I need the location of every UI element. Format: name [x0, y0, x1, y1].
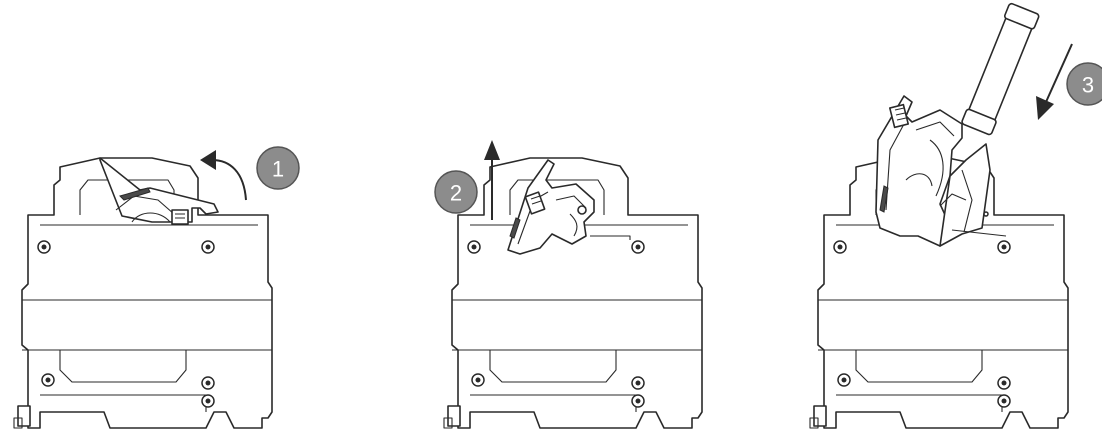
step-number-1: 1	[272, 157, 284, 182]
insert-arrow-3	[1036, 43, 1073, 120]
rotate-arrow-1	[200, 150, 247, 201]
fuse-carrier-fully-open	[875, 95, 1007, 247]
fuse-carrier-open	[507, 159, 631, 255]
step-badge-3: 3	[1066, 62, 1102, 106]
fuse-cartridge	[961, 2, 1040, 136]
step-number-3: 3	[1082, 73, 1094, 98]
step-badge-2: 2	[434, 170, 478, 214]
step-badge-1: 1	[256, 146, 300, 190]
panel-step-1: 1	[13, 146, 300, 429]
up-arrow-2	[484, 140, 500, 220]
fuse-carrier-closed	[99, 157, 219, 225]
step-number-2: 2	[450, 181, 462, 206]
panel-step-3: 3	[809, 2, 1102, 429]
panel-step-2: 2	[434, 140, 703, 429]
